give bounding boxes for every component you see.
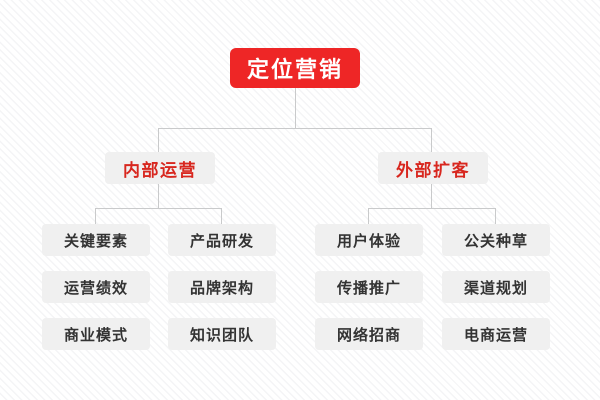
node-branch-internal-operations[interactable]: 内部运营	[105, 152, 215, 184]
connector-root-stem	[295, 88, 296, 128]
connector-branch-left-col2	[221, 208, 222, 224]
connector-branch-right-col2	[495, 208, 496, 224]
connector-branch-left-col1	[95, 208, 96, 224]
node-leaf[interactable]: 传播推广	[315, 271, 423, 303]
connector-root-bar	[158, 128, 432, 129]
connector-root-to-branch-right	[431, 128, 432, 152]
node-branch-external-expansion[interactable]: 外部扩客	[378, 152, 488, 184]
node-leaf[interactable]: 知识团队	[168, 318, 276, 350]
node-leaf[interactable]: 商业模式	[42, 318, 150, 350]
connector-branch-right-bar	[368, 208, 495, 209]
node-leaf[interactable]: 产品研发	[168, 224, 276, 256]
connector-branch-right-stem	[431, 184, 432, 208]
connector-branch-right-col1	[368, 208, 369, 224]
node-leaf[interactable]: 渠道规划	[442, 271, 550, 303]
node-root[interactable]: 定位营销	[230, 48, 360, 88]
node-leaf[interactable]: 网络招商	[315, 318, 423, 350]
connector-root-to-branch-left	[158, 128, 159, 152]
node-leaf[interactable]: 公关种草	[442, 224, 550, 256]
node-leaf[interactable]: 运营绩效	[42, 271, 150, 303]
node-leaf[interactable]: 品牌架构	[168, 271, 276, 303]
connector-branch-left-stem	[158, 184, 159, 208]
connector-branch-left-bar	[95, 208, 222, 209]
node-leaf[interactable]: 关键要素	[42, 224, 150, 256]
node-leaf[interactable]: 电商运营	[442, 318, 550, 350]
node-leaf[interactable]: 用户体验	[315, 224, 423, 256]
